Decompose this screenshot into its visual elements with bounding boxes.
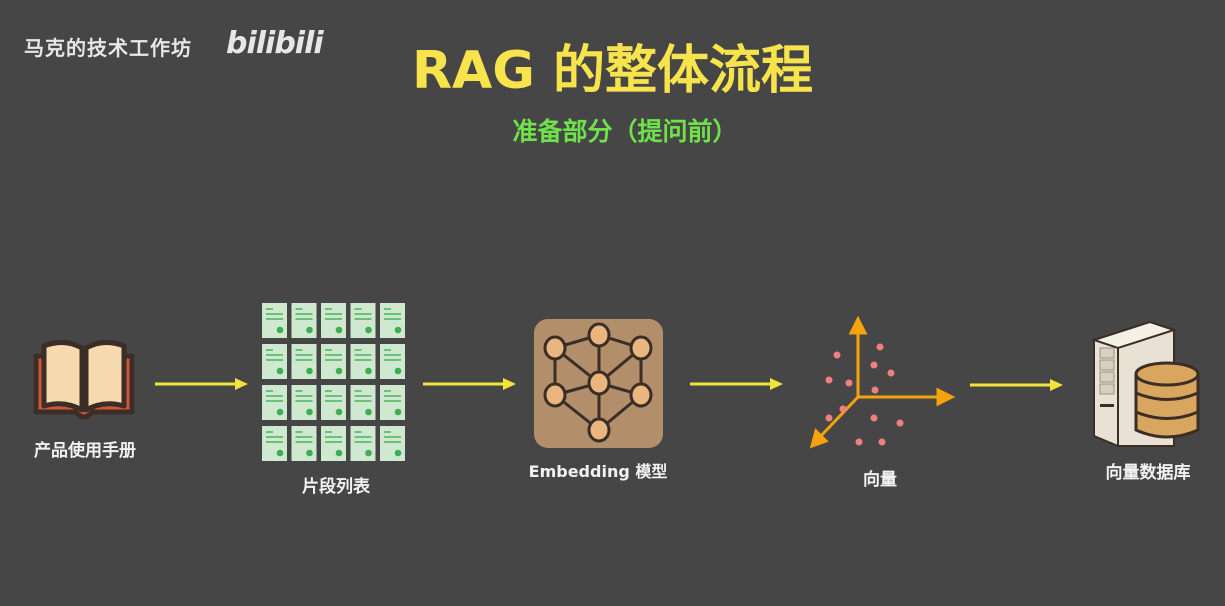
fragment-card	[380, 303, 405, 338]
arrow-icon	[423, 378, 516, 390]
arrow-icon	[970, 379, 1063, 391]
arrow-icon	[155, 378, 248, 390]
fragment-card	[291, 344, 317, 379]
fragment-card	[380, 344, 405, 379]
neural-network-icon	[534, 319, 663, 448]
fragment-card	[291, 303, 317, 338]
step-label-embedding: Embedding 模型	[528, 462, 668, 481]
fragment-card	[350, 303, 376, 338]
fragment-card	[350, 426, 376, 461]
fragment-card	[291, 426, 317, 461]
fragment-card	[380, 385, 405, 420]
vector-axes-icon	[809, 315, 956, 449]
fragment-card	[262, 426, 287, 461]
channel-watermark: 马克的技术工作坊	[24, 36, 192, 60]
fragment-card	[321, 344, 346, 379]
fragment-card	[321, 385, 346, 420]
fragment-card	[291, 385, 317, 420]
page-title: RAG 的整体流程	[411, 41, 814, 101]
arrow-icon	[690, 378, 783, 390]
fragment-card	[262, 385, 287, 420]
step-label-vector-db: 向量数据库	[1105, 463, 1191, 483]
fragment-card	[262, 344, 287, 379]
bilibili-logo: bilibili	[226, 26, 324, 61]
document-grid-icon	[262, 303, 405, 461]
fragment-card	[321, 426, 346, 461]
fragment-card	[380, 426, 405, 461]
fragment-card	[350, 385, 376, 420]
step-label-fragments: 片段列表	[302, 477, 370, 497]
fragment-card	[350, 344, 376, 379]
page-subtitle: 准备部分（提问前）	[512, 117, 738, 146]
step-label-manual: 产品使用手册	[34, 441, 136, 461]
step-label-vectors: 向量	[863, 470, 897, 490]
fragment-card	[321, 303, 346, 338]
database-server-icon	[1090, 320, 1200, 447]
fragment-card	[262, 303, 287, 338]
book-icon	[33, 340, 135, 420]
